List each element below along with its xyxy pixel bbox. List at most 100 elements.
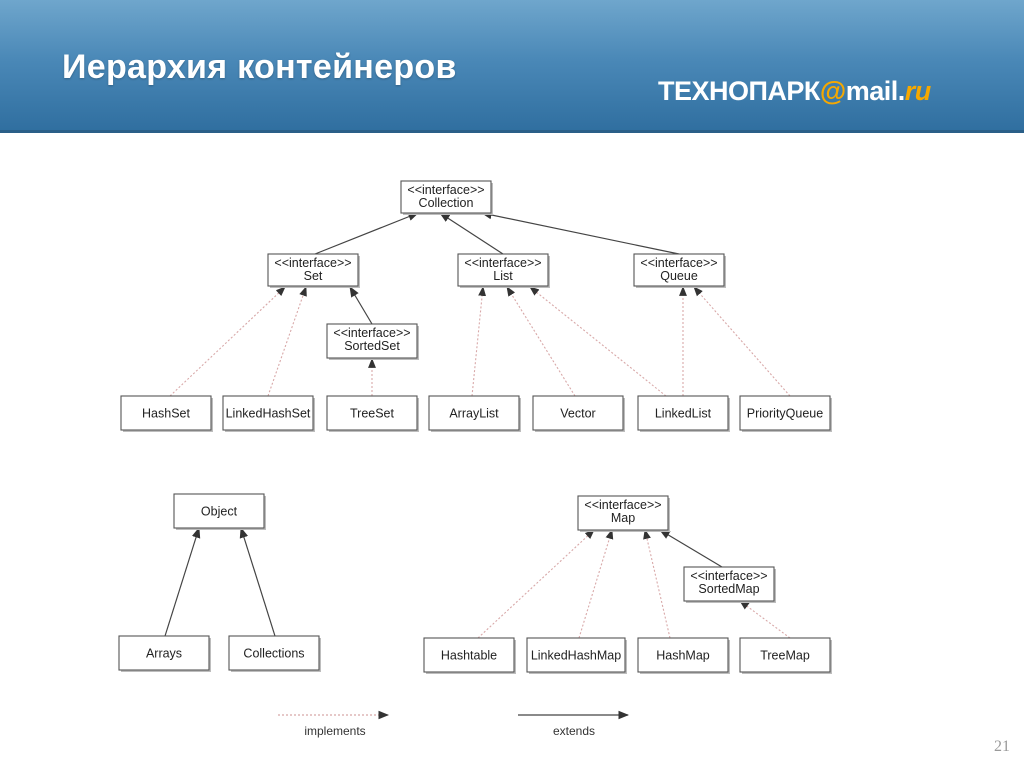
edge-linkedhashmap-to-map [578, 529, 614, 639]
node-hashmap-box [637, 637, 729, 673]
node-arrays-box [118, 635, 210, 671]
node-list-label-1: List [493, 269, 513, 283]
node-treemap: TreeMap [739, 637, 832, 674]
node-sortedset-label-0: <<interface>> [333, 326, 410, 340]
edge-list-to-collection [439, 212, 504, 255]
node-set-box [267, 253, 359, 287]
node-object-box [173, 493, 265, 529]
node-hashtable-label-0: Hashtable [441, 649, 497, 663]
node-sortedmap-label-0: <<interface>> [690, 569, 767, 583]
edge-linkedhashset-to-set [267, 286, 307, 397]
node-collection-box [400, 180, 492, 214]
node-sortedmap-box [683, 566, 775, 602]
node-treemap-label-0: TreeMap [760, 649, 810, 663]
node-linkedlist-box [637, 395, 729, 431]
node-vector-box [532, 395, 624, 431]
edge-hashtable-to-map [477, 529, 595, 639]
node-linkedhashmap-label-0: LinkedHashMap [531, 649, 621, 663]
node-treemap-box [739, 637, 831, 673]
node-queue-label-0: <<interface>> [640, 256, 717, 270]
node-queue-box [633, 253, 725, 287]
edge-hashset-to-set [169, 286, 286, 397]
node-hashset-label-0: HashSet [142, 407, 190, 421]
node-hashset: HashSet [120, 395, 213, 432]
node-arrays: Arrays [118, 635, 211, 672]
node-linkedlist: LinkedList [637, 395, 730, 432]
header-banner: Иерархия контейнеров ТЕХНОПАРК@mail.ru [0, 0, 1024, 133]
node-hashtable-box [423, 637, 515, 673]
node-sortedset-box [326, 323, 418, 359]
edge-sortedmap-to-map [659, 529, 723, 568]
node-hashmap: HashMap [637, 637, 730, 674]
edge-priorityqueue-to-queue [693, 286, 791, 397]
node-queue-label-1: Queue [660, 269, 698, 283]
node-map-box [577, 495, 669, 531]
node-arraylist-box [428, 395, 520, 431]
node-collections-box [228, 635, 320, 671]
node-arraylist: ArrayList [428, 395, 521, 432]
node-object-label-0: Object [201, 505, 238, 519]
node-linkedhashmap-box [526, 637, 626, 673]
node-sortedmap-label-1: SortedMap [698, 582, 759, 596]
node-set: <<interface>>Set [267, 253, 360, 288]
node-vector: Vector [532, 395, 625, 432]
edge-treemap-to-sortedmap [739, 600, 791, 639]
edges-layer [164, 210, 791, 639]
edge-arraylist-to-list [471, 286, 487, 397]
node-collection-label-1: Collection [419, 196, 474, 210]
edge-collections-to-object [239, 526, 276, 637]
node-collection: <<interface>>Collection [400, 180, 493, 215]
node-treeset: TreeSet [326, 395, 419, 432]
node-map-label-1: Map [611, 511, 635, 525]
node-treeset-box [326, 395, 418, 431]
node-arrays-label-0: Arrays [146, 647, 182, 661]
node-linkedhashset-label-0: LinkedHashSet [226, 407, 311, 421]
edge-hashmap-to-map [643, 529, 671, 639]
logo-at-sign: @ [819, 76, 846, 106]
node-collections: Collections [228, 635, 321, 672]
node-treeset-label-0: TreeSet [350, 407, 395, 421]
legend-extends-label: extends [553, 724, 595, 738]
node-hashmap-label-0: HashMap [656, 649, 710, 663]
node-map: <<interface>>Map [577, 495, 670, 532]
logo-technopark-text: ТЕХНОПАРК [658, 76, 820, 106]
legend-implements-label: implements [304, 724, 365, 738]
node-sortedset: <<interface>>SortedSet [326, 323, 419, 360]
node-list: <<interface>>List [457, 253, 550, 288]
node-hashset-box [120, 395, 212, 431]
node-collections-label-0: Collections [243, 647, 304, 661]
node-map-label-0: <<interface>> [584, 498, 661, 512]
logo-dot: . [897, 76, 906, 106]
page-number: 21 [994, 738, 1010, 755]
node-linkedhashset-box [222, 395, 314, 431]
node-queue: <<interface>>Queue [633, 253, 726, 288]
edge-arrays-to-object [164, 526, 201, 637]
legend: implements extends [278, 710, 630, 738]
node-object: Object [173, 493, 266, 530]
node-vector-label-0: Vector [560, 407, 595, 421]
node-list-label-0: <<interface>> [464, 256, 541, 270]
node-collection-label-0: <<interface>> [407, 183, 484, 197]
edge-vector-to-list [506, 286, 576, 397]
edge-linkedlist-to-list [529, 286, 667, 397]
node-linkedlist-label-0: LinkedList [655, 407, 712, 421]
node-priorityqueue-box [739, 395, 831, 431]
edge-set-to-collection [314, 212, 420, 255]
node-list-box [457, 253, 549, 287]
nodes-layer: <<interface>>Collection<<interface>>Set<… [118, 180, 832, 674]
node-hashtable: Hashtable [423, 637, 516, 674]
technopark-mail-logo: ТЕХНОПАРК@mail.ru [658, 76, 931, 107]
edge-queue-to-collection [480, 210, 680, 255]
node-sortedmap: <<interface>>SortedMap [683, 566, 776, 603]
node-priorityqueue-label-0: PriorityQueue [747, 407, 823, 421]
logo-ru-text: ru [904, 76, 932, 106]
node-set-label-1: Set [304, 269, 323, 283]
logo-mail-text: mail [845, 76, 899, 106]
node-linkedhashmap: LinkedHashMap [526, 637, 627, 674]
node-sortedset-label-1: SortedSet [344, 339, 400, 353]
node-set-label-0: <<interface>> [274, 256, 351, 270]
node-priorityqueue: PriorityQueue [739, 395, 832, 432]
page-title: Иерархия контейнеров [62, 48, 457, 86]
edge-sortedset-to-set [349, 286, 373, 325]
